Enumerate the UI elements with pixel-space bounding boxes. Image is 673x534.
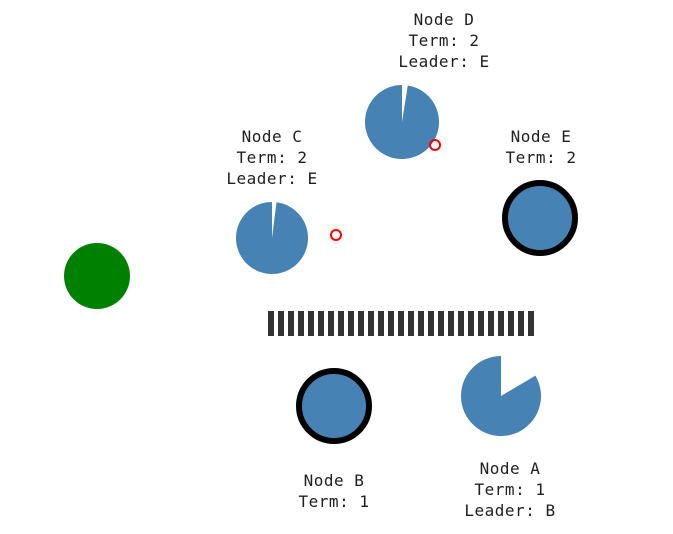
partition-bar [518, 311, 524, 336]
partition-bar [358, 311, 364, 336]
partition-bar [308, 311, 314, 336]
node-label-d: Node D Term: 2 Leader: E [358, 9, 530, 72]
partition-bar [488, 311, 494, 336]
node-label-e: Node E Term: 2 [455, 126, 627, 168]
node-circle-a[interactable] [459, 354, 543, 438]
partition-bar [318, 311, 324, 336]
pending-marker-node-d [429, 139, 441, 151]
partition-bar [288, 311, 294, 336]
partition-bar [398, 311, 404, 336]
node-label-line: Term: 1 [298, 492, 370, 511]
partition-bar [478, 311, 484, 336]
node-timer-wedge-a [461, 356, 541, 436]
node-label-line: Term: 2 [505, 148, 577, 167]
partition-bar [458, 311, 464, 336]
node-timer-wedge-c [236, 202, 308, 274]
partition-bar [388, 311, 394, 336]
partition-bar [328, 311, 334, 336]
node-label-line: Leader: E [226, 169, 318, 188]
node-label-line: Term: 1 [474, 480, 546, 499]
network-partition-barrier [268, 311, 538, 336]
partition-bar [268, 311, 274, 336]
partition-bar [348, 311, 354, 336]
partition-bar [298, 311, 304, 336]
node-circle-e[interactable] [494, 172, 586, 264]
partition-bar [448, 311, 454, 336]
node-circle-d[interactable] [363, 83, 441, 161]
node-label-c: Node C Term: 2 Leader: E [186, 126, 358, 189]
node-label-line: Node A [479, 459, 541, 478]
partition-bar [508, 311, 514, 336]
partition-bar [468, 311, 474, 336]
node-label-b: Node B Term: 1 [248, 470, 420, 512]
node-circle-b[interactable] [288, 360, 380, 452]
partition-bar [408, 311, 414, 336]
node-body-e [502, 180, 578, 256]
node-label-line: Leader: E [398, 52, 490, 71]
node-label-line: Node B [303, 471, 365, 490]
partition-bar [428, 311, 434, 336]
partition-bar [378, 311, 384, 336]
partition-bar [338, 311, 344, 336]
node-body-b [296, 368, 372, 444]
partition-bar [438, 311, 444, 336]
partition-bar [418, 311, 424, 336]
partition-bar [528, 311, 534, 336]
node-timer-wedge-d [365, 85, 439, 159]
partition-bar [278, 311, 284, 336]
node-label-line: Node D [413, 10, 475, 29]
node-label-a: Node A Term: 1 Leader: B [424, 458, 596, 521]
pending-marker-node-c [330, 229, 342, 241]
node-label-line: Term: 2 [408, 31, 480, 50]
node-label-line: Node E [510, 127, 572, 146]
node-label-line: Leader: B [464, 501, 556, 520]
partition-bar [498, 311, 504, 336]
node-circle-c[interactable] [234, 200, 310, 276]
node-label-line: Term: 2 [236, 148, 308, 167]
partition-bar [368, 311, 374, 336]
message-in-flight [64, 243, 130, 309]
node-label-line: Node C [241, 127, 303, 146]
